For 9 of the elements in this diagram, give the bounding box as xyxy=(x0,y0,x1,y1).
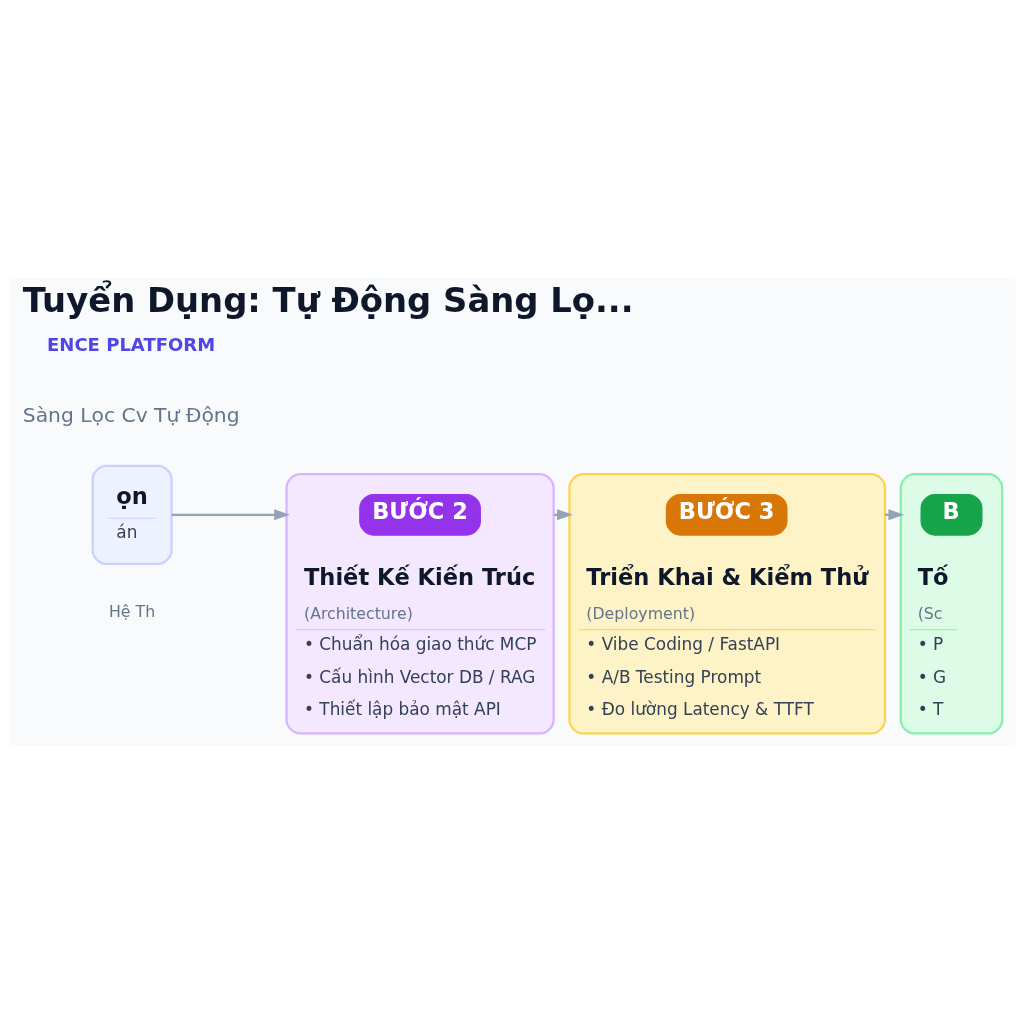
label: Hệ Th xyxy=(108,602,155,622)
arrow xyxy=(171,509,290,521)
node-box: ọn án xyxy=(91,464,173,565)
label: Sàng Lọc Cv Tự Động xyxy=(22,402,240,427)
node-box: B xyxy=(920,493,982,536)
node-box: BƯỚC 2 xyxy=(358,493,481,536)
diagram-title: Tuyển Dụng: Tự Động Sàng Lọ... xyxy=(22,280,633,320)
label: ENCE PLATFORM xyxy=(46,334,215,356)
node-box: BƯỚC 3 xyxy=(665,493,787,536)
